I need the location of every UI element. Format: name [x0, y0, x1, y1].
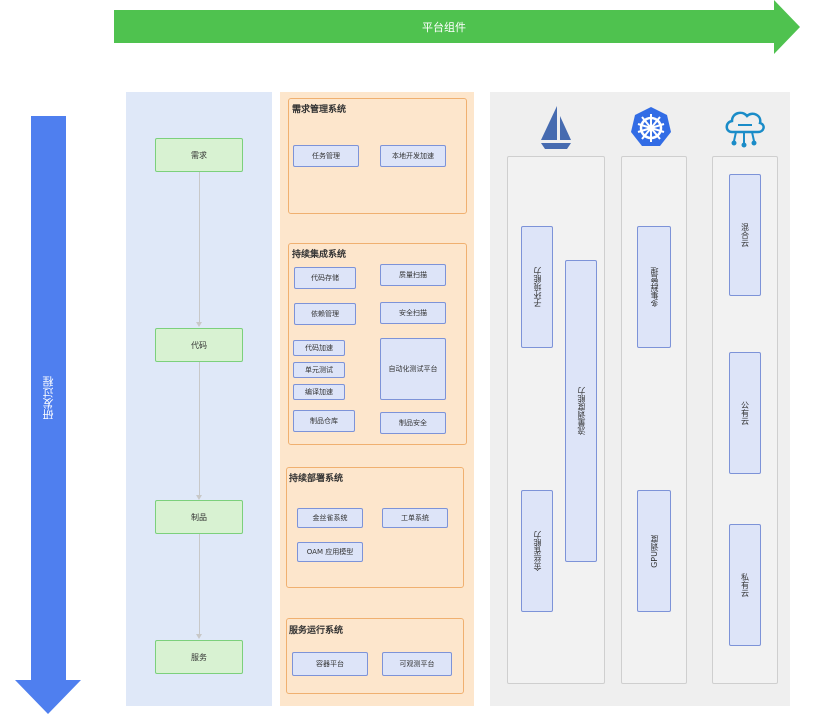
flow-arrowhead-2 — [196, 495, 202, 500]
canary-system-box: 金丝雀系统 — [297, 508, 363, 528]
traffic-scheduling-label: 流量调度能力 — [576, 387, 586, 435]
task-management-box: 任务管理 — [293, 145, 359, 167]
canary-capability-box: 金丝雀能力 — [521, 490, 553, 612]
quality-scan-box: 质量扫描 — [380, 264, 446, 286]
security-scan-box: 安全扫描 — [380, 302, 446, 324]
oam-app-model-box: OAM 应用模型 — [297, 542, 363, 562]
stage-service: 服务 — [155, 640, 243, 674]
artifact-security-box: 制品安全 — [380, 412, 446, 434]
cd-system-group — [286, 467, 464, 588]
istio-sail-icon — [537, 104, 575, 150]
public-cloud-box: 公有云 — [729, 352, 761, 474]
platform-components-arrow — [114, 10, 774, 43]
dev-process-arrow — [31, 116, 66, 680]
observability-platform-box: 可观测平台 — [382, 652, 452, 676]
sub-environment-label: 子环境能力 — [532, 267, 542, 307]
cloud-network-icon — [722, 106, 766, 148]
requirements-system-group — [288, 98, 467, 214]
code-storage-box: 代码存储 — [294, 267, 356, 289]
artifact-repository-box: 制品仓库 — [293, 410, 355, 432]
compile-acceleration-box: 编译加速 — [293, 384, 345, 400]
runtime-system-group — [286, 618, 464, 694]
flow-line-1 — [199, 172, 200, 322]
multi-cluster-label: 多集群管理 — [649, 267, 659, 307]
flow-line-2 — [199, 362, 200, 495]
cd-system-title: 持续部署系统 — [289, 474, 344, 484]
stage-artifact: 制品 — [155, 500, 243, 534]
sub-environment-box: 子环境能力 — [521, 226, 553, 348]
flow-line-3 — [199, 534, 200, 634]
dependency-management-box: 依赖管理 — [294, 303, 356, 325]
flow-arrowhead-3 — [196, 634, 202, 639]
automated-test-platform-box: 自动化测试平台 — [380, 338, 446, 400]
flow-arrowhead-1 — [196, 322, 202, 327]
dev-process-label: 研发过程 — [41, 376, 55, 420]
private-cloud-label: 私有云 — [740, 573, 750, 597]
hybrid-cloud-label: 混合云 — [740, 223, 750, 247]
runtime-system-title: 服务运行系统 — [289, 626, 344, 636]
canary-capability-label: 金丝雀能力 — [532, 531, 542, 571]
multi-cluster-box: 多集群管理 — [637, 226, 671, 348]
requirements-system-title: 需求管理系统 — [292, 105, 347, 115]
local-dev-acceleration-box: 本地开发加速 — [380, 145, 446, 167]
dev-process-label-wrap: 研发过程 — [31, 116, 66, 680]
stage-requirement: 需求 — [155, 138, 243, 172]
gpu-scheduling-box: GPU调度 — [637, 490, 671, 612]
hybrid-cloud-box: 混合云 — [729, 174, 761, 296]
gpu-scheduling-label: GPU调度 — [649, 534, 659, 568]
kubernetes-helm-icon — [630, 106, 672, 148]
ci-system-group — [288, 243, 467, 445]
public-cloud-label: 公有云 — [740, 401, 750, 425]
unit-test-box: 单元测试 — [293, 362, 345, 378]
stage-code: 代码 — [155, 328, 243, 362]
traffic-scheduling-box: 流量调度能力 — [565, 260, 597, 562]
platform-components-arrow-head — [774, 0, 800, 54]
ticket-system-box: 工单系统 — [382, 508, 448, 528]
container-platform-box: 容器平台 — [292, 652, 368, 676]
dev-process-arrow-head — [15, 680, 81, 714]
code-acceleration-box: 代码加速 — [293, 340, 345, 356]
ci-system-title: 持续集成系统 — [292, 250, 347, 260]
private-cloud-box: 私有云 — [729, 524, 761, 646]
platform-components-label: 平台组件 — [422, 20, 466, 34]
